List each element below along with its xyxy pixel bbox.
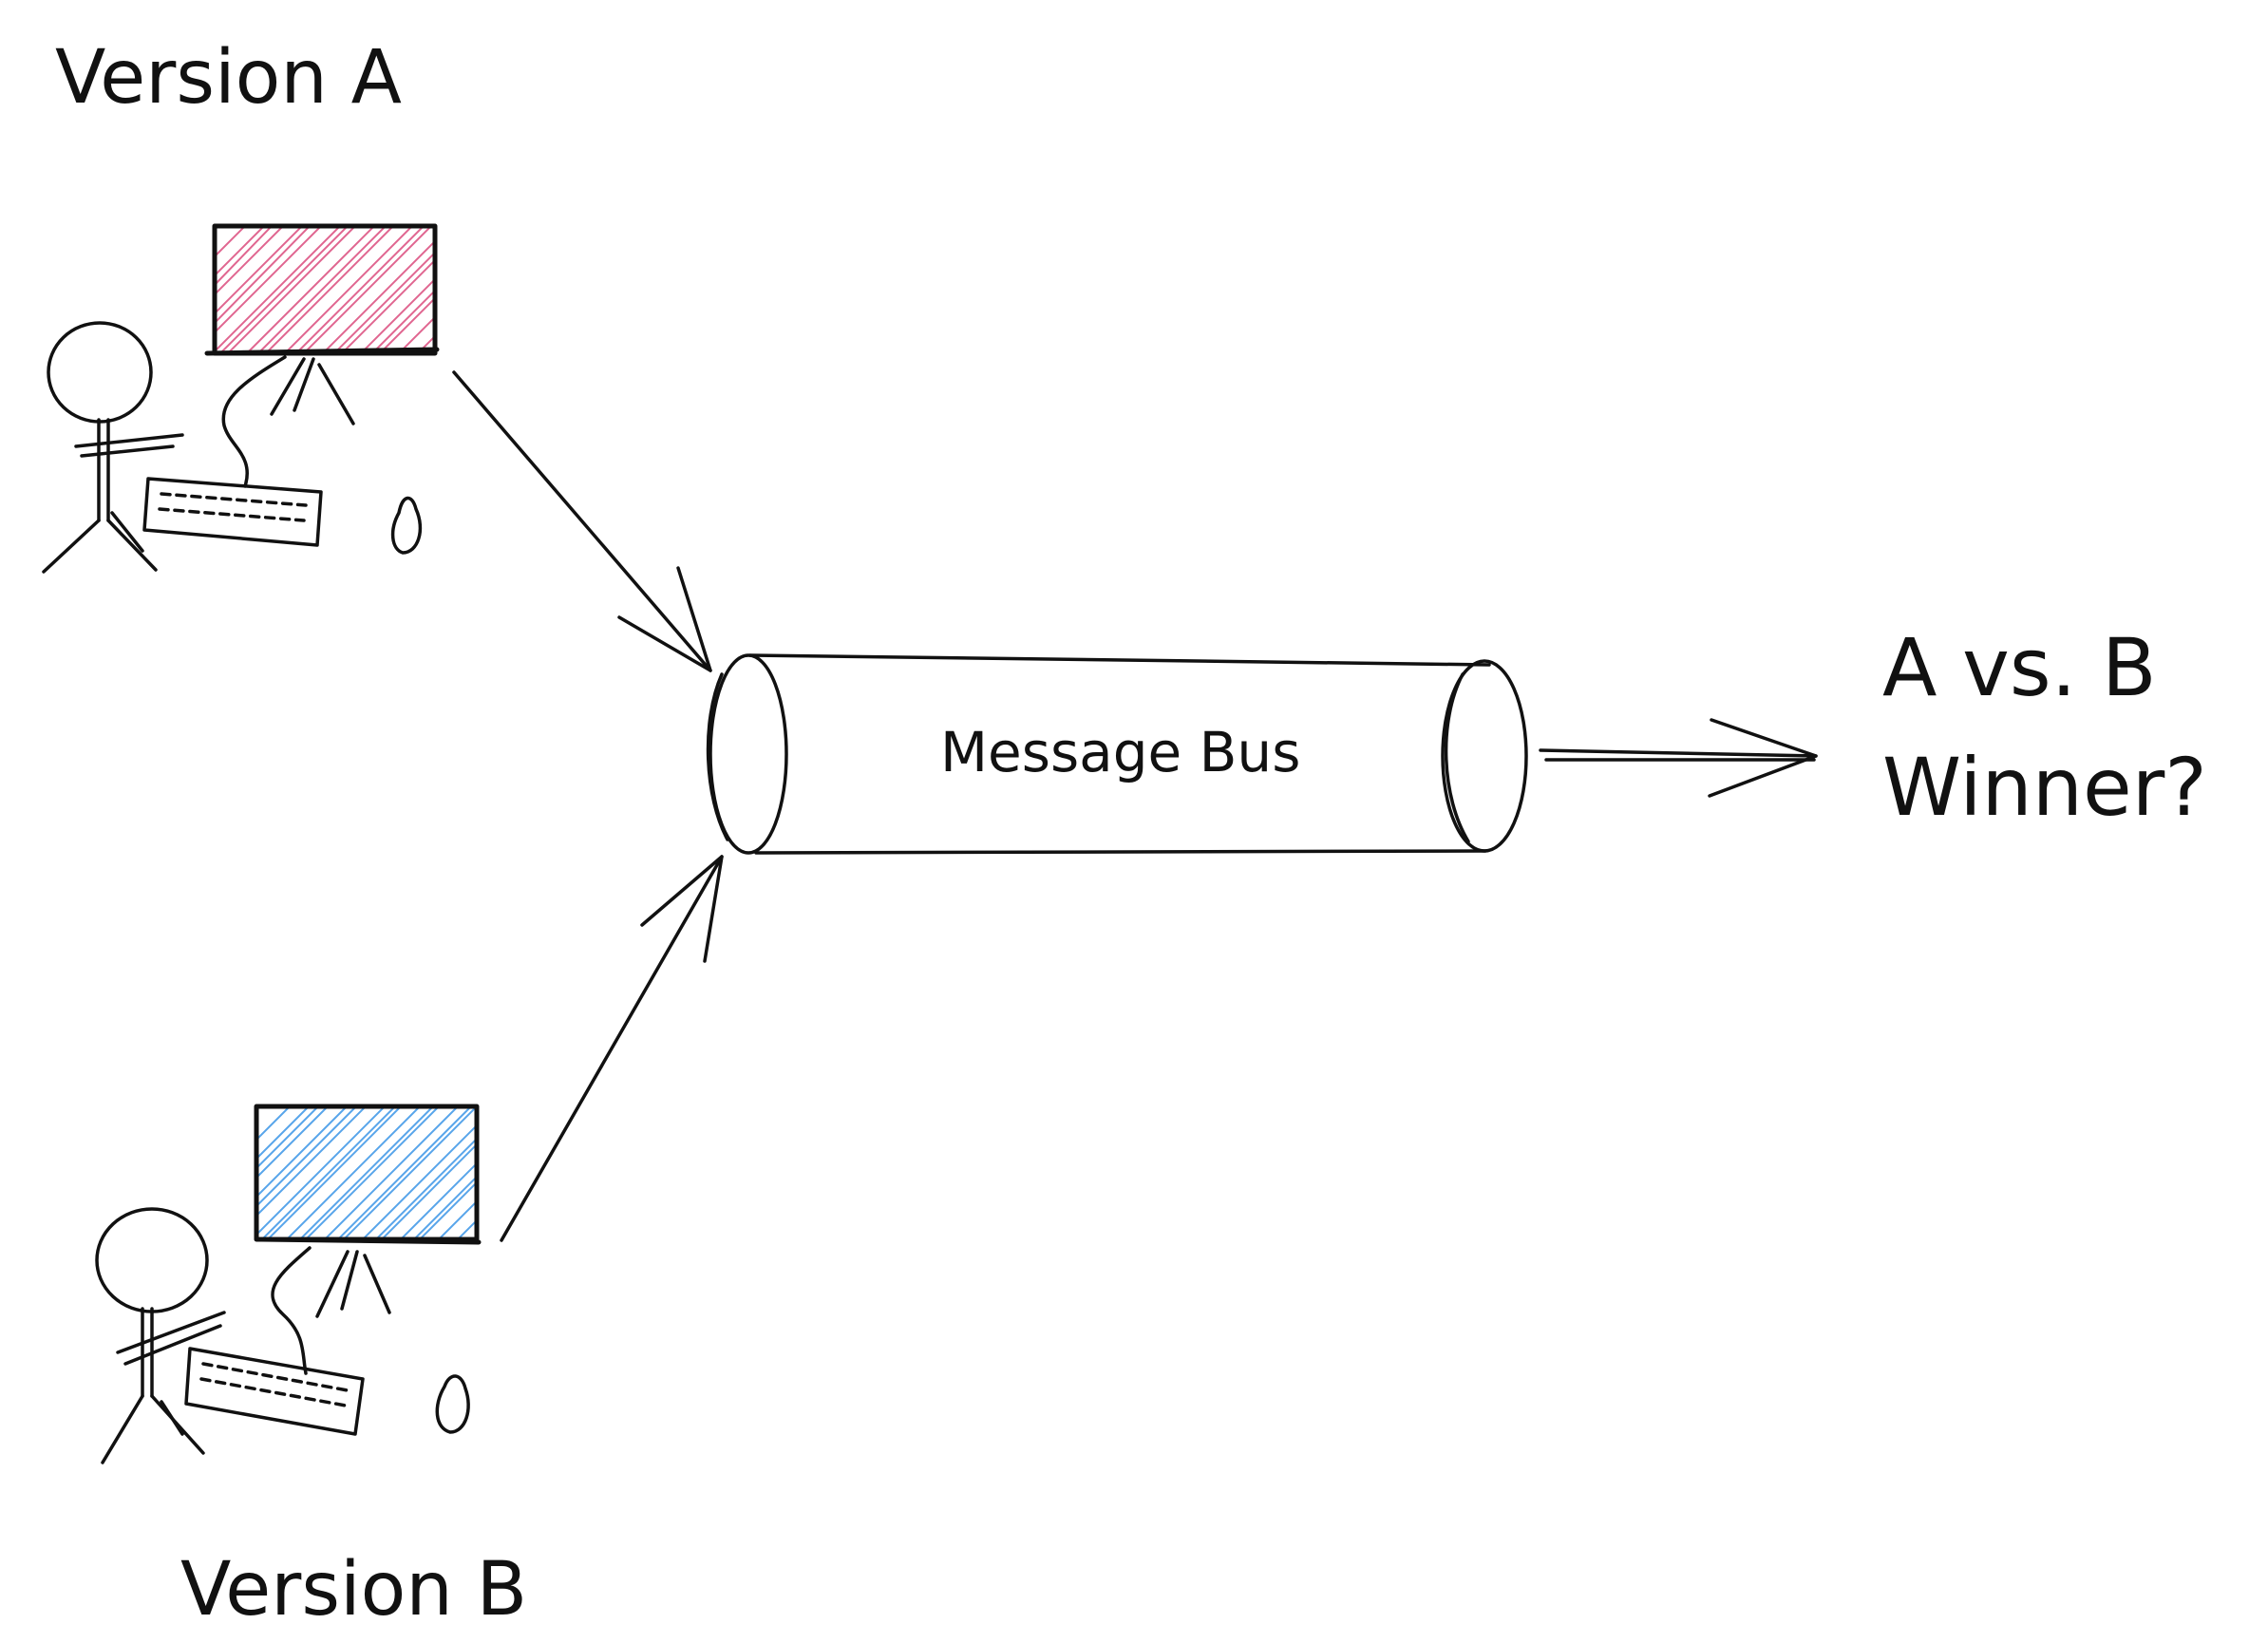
version-a-title: Version A (55, 35, 402, 121)
version-a-workstation (42, 223, 440, 574)
user-b-icon (95, 1207, 226, 1464)
cable-a (221, 355, 287, 488)
arrow-a-to-bus (452, 370, 712, 672)
message-bus-cylinder (706, 653, 1528, 855)
result-label-line2: Winner? (1882, 741, 2207, 834)
user-a-icon (42, 321, 184, 574)
mouse-b (435, 1374, 470, 1434)
monitor-a (204, 223, 440, 425)
arrow-bus-to-result (1539, 718, 1818, 798)
monitor-b (254, 1104, 482, 1318)
arrow-b-to-bus (500, 855, 724, 1242)
version-b-workstation (95, 1104, 482, 1464)
keyboard-b (184, 1347, 365, 1436)
message-bus-label: Message Bus (940, 720, 1300, 784)
monitor-b-screen (256, 1106, 477, 1239)
result-label-line1: A vs. B (1882, 621, 2157, 714)
keyboard-a (142, 477, 323, 547)
version-b-title: Version B (180, 1547, 527, 1633)
mouse-a (390, 496, 423, 555)
cable-b (271, 1246, 312, 1375)
monitor-a-screen (215, 226, 435, 353)
